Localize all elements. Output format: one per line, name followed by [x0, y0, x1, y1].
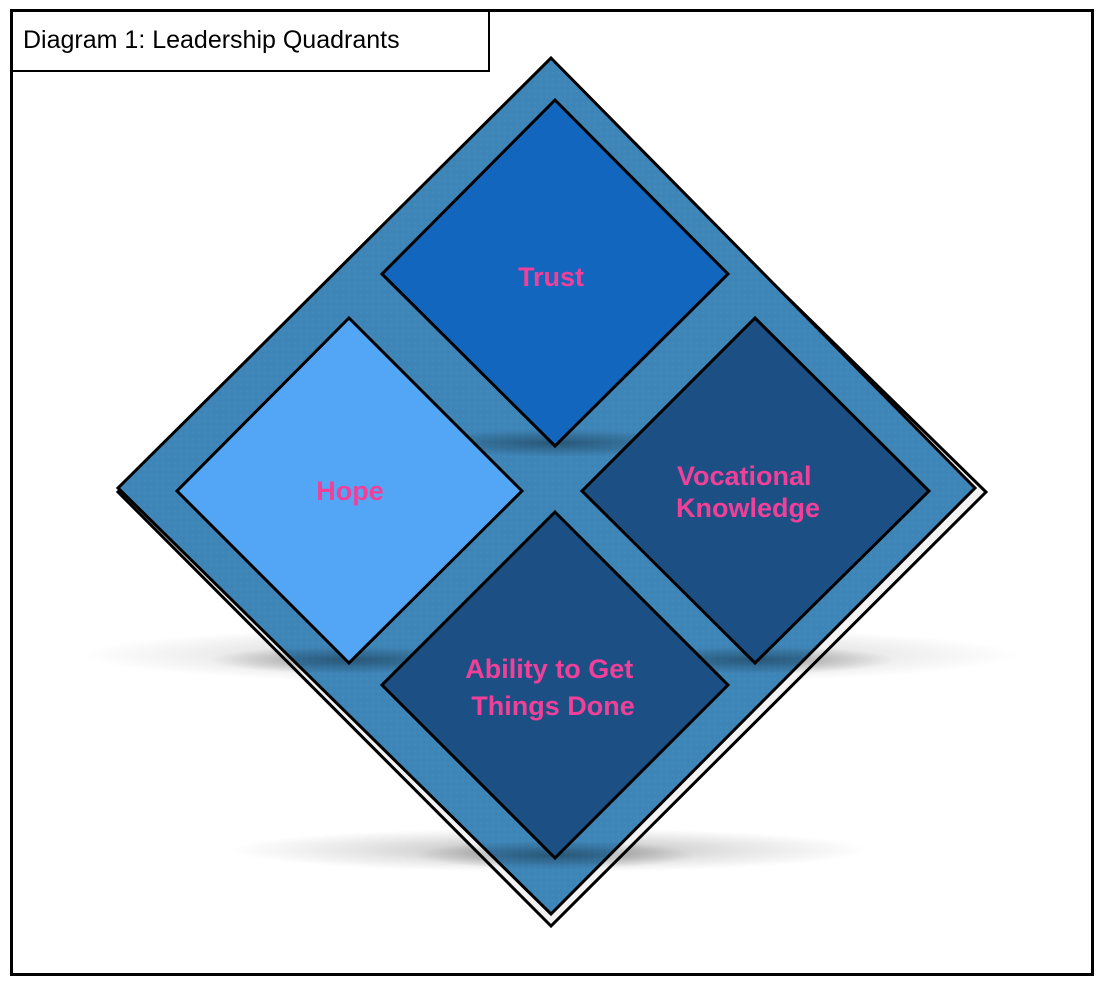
quadrant-hope-shape: [174, 315, 525, 666]
quadrant-trust-label: Trust: [518, 262, 584, 292]
quadrant-ability-to-get-things-done: Ability to Get Things Done: [379, 509, 731, 861]
quadrant-vocational-knowledge-label: Vocational Knowledge: [676, 461, 820, 523]
quadrant-vocational-knowledge-label-line1: Vocational: [677, 461, 812, 491]
title-box: Diagram 1: Leadership Quadrants: [10, 9, 490, 72]
quadrant-vocational-knowledge-shape: [579, 315, 932, 666]
quadrant-trust-shape: [379, 97, 731, 449]
quadrant-ability-label-line2: Things Done: [471, 691, 635, 721]
quadrant-hope-label-line1: Hope: [316, 476, 384, 506]
quadrant-vocational-knowledge-label-line2: Knowledge: [676, 493, 820, 523]
quadrant-vocational-knowledge: Vocational Knowledge: [579, 315, 932, 666]
quadrant-hope-label: Hope: [316, 476, 384, 506]
quadrant-ability-label-line1: Ability to Get: [465, 654, 633, 684]
quadrant-ability-to-get-things-done-label: Ability to Get Things Done: [465, 654, 641, 721]
quadrant-trust: Trust: [379, 97, 731, 449]
outer-diamond: [115, 55, 978, 917]
quadrant-ability-to-get-things-done-shape: [379, 509, 731, 861]
quadrant-trust-label-line1: Trust: [518, 262, 584, 292]
diagram-title: Diagram 1: Leadership Quadrants: [23, 26, 400, 54]
quadrant-hope: Hope: [174, 315, 525, 666]
